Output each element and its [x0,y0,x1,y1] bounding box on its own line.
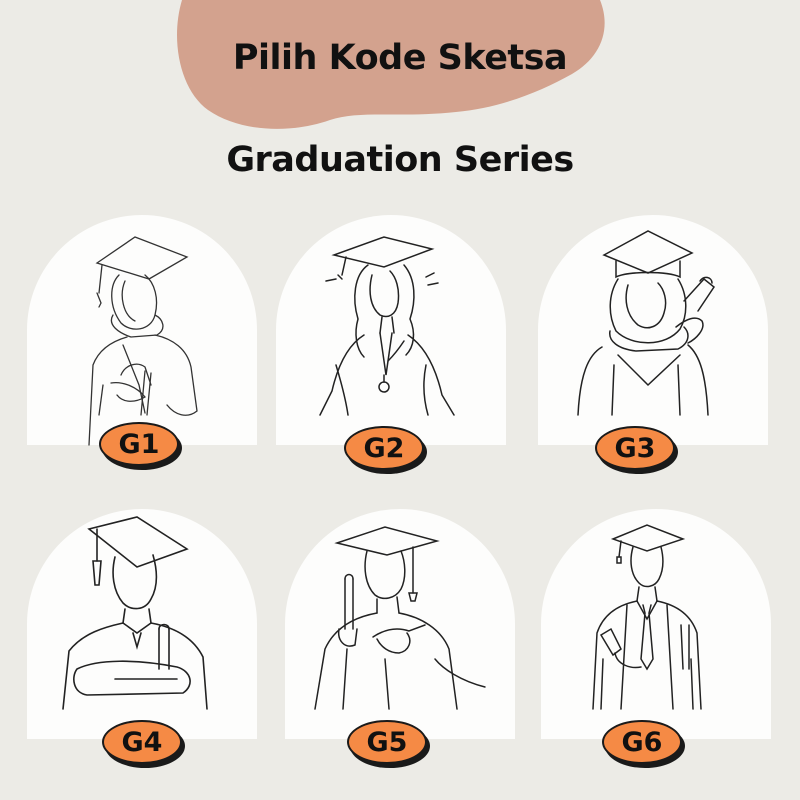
sketch-card-g1[interactable]: G1 [27,215,257,470]
code-label: G5 [347,720,427,764]
page-subtitle: Graduation Series [226,140,574,180]
code-label: G4 [102,720,182,764]
code-label: G1 [99,422,179,466]
sketch-card-g3[interactable]: G3 [538,215,768,474]
sketch-card-g6[interactable]: G6 [541,509,771,768]
male-graduate-with-tie-sketch [592,524,702,710]
code-badge-g2: G2 [344,426,427,474]
sketch-card-g2[interactable]: G2 [276,215,506,474]
code-label: G3 [595,426,675,470]
header-blob [177,0,605,129]
code-badge-g4: G4 [102,720,185,768]
code-badge-g6: G6 [602,720,685,768]
code-label: G6 [602,720,682,764]
hijab-graduate-holding-scroll-sketch [577,230,716,416]
page-title: Pilih Kode Sketsa [232,38,568,78]
code-label: G2 [344,426,424,470]
male-graduate-arms-crossed-sketch [62,516,208,710]
hijab-graduate-holding-diploma-sketch [88,236,198,446]
sketch-card-g4[interactable]: G4 [27,509,257,768]
code-badge-g3: G3 [595,426,678,474]
graduate-pointing-holding-diploma-sketch [314,526,486,710]
long-hair-graduate-with-gown-sketch [319,236,455,416]
code-badge-g1: G1 [99,422,182,470]
code-badge-g5: G5 [347,720,430,768]
sketch-card-g5[interactable]: G5 [285,509,515,768]
